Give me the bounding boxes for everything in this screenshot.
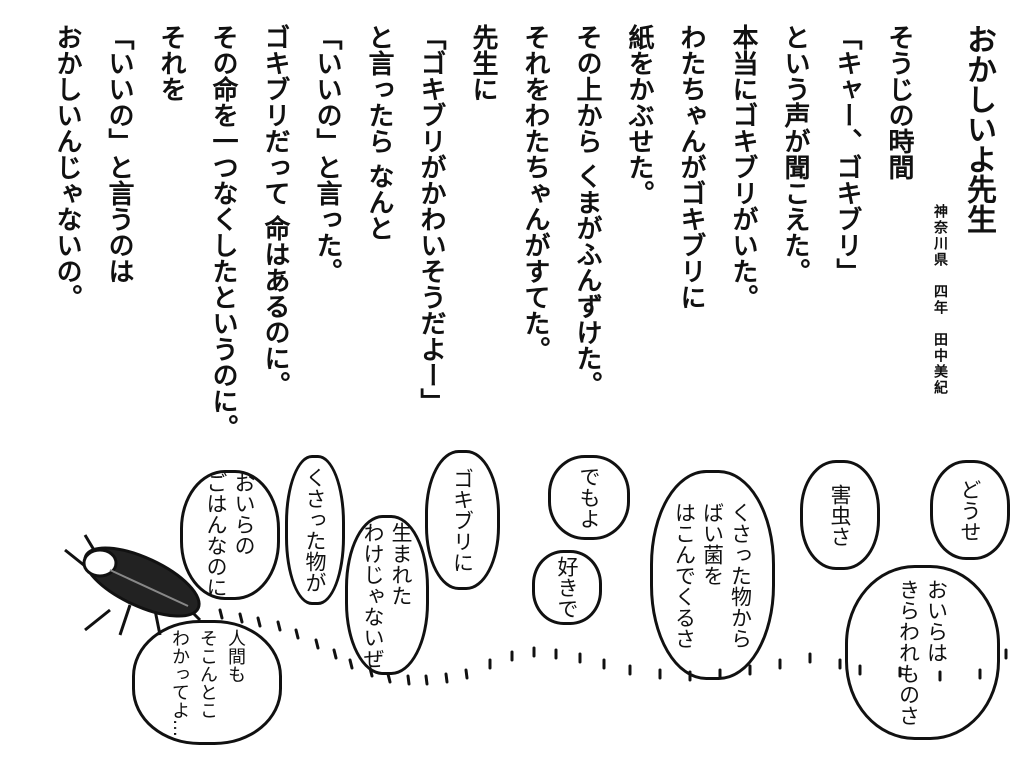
speech-bubble: どうせ [930,460,1010,560]
speech-bubble: 害虫さ [800,460,880,570]
poem-line: わたちゃんがゴキブリに [676,24,706,310]
poem-line: 「ゴキブリがかわいそうだよー」 [416,24,446,414]
poem-line: 「いいの」と言うのは [104,24,134,284]
poem-line: そうじの時間 [884,24,914,180]
poem-author: 神奈川県 四年 田中美紀 [932,204,948,396]
poem-line: という声が聞こえた。 [780,24,810,284]
bubble-text: おいらの ごはんなのに [204,472,256,598]
poem-line: ゴキブリだって 命はあるのに。 [260,24,290,398]
poem-line: 先生に [468,24,498,102]
bubble-text: おいらは きらわれものさ [896,579,949,726]
speech-bubble: おいらの ごはんなのに [180,470,280,600]
poem: おかしいよ先生 神奈川県 四年 田中美紀 そうじの時間 「キャー、ゴキブリ」 と… [41,24,1002,454]
bubble-text: どうせ [958,478,982,542]
bubble-text: 好きで [555,556,579,619]
poem-line: その上から くまがふんずけた。 [572,24,602,398]
speech-bubble: くさった物から ばい菌を はこんでくるさ [650,470,775,680]
trail-marks [218,608,1008,686]
speech-bubble: くさった物が [285,455,345,605]
cockroach-illustration [64,534,202,636]
poem-line: 紙をかぶせた。 [624,24,654,206]
bubble-text: くさった物から ばい菌を はこんでくるさ [672,501,753,649]
bubble-text: くさった物が [303,467,327,593]
poem-line: 「キャー、ゴキブリ」 [832,24,862,284]
speech-bubble: 人間も そこんとこ わかってよ… [132,620,282,745]
bubble-text: 害虫さ [828,483,852,547]
poem-title: おかしいよ先生 [961,24,996,234]
bubble-text: 人間も そこんとこ わかってよ… [169,628,246,737]
poem-line: と言ったら なんと [364,24,394,242]
speech-bubble: 生まれた わけじゃないぜ [345,515,429,675]
bubble-text: でもよ [577,466,601,529]
speech-bubble: ゴキブリに [425,450,500,590]
poem-line: それを [156,24,186,102]
poem-line: 本当にゴキブリがいた。 [728,24,758,310]
poem-line: その命を一つなくしたというのに。 [208,24,238,440]
poem-line: それをわたちゃんがすてた。 [520,24,550,362]
bubble-text: 生まれた わけじゃないぜ [361,521,413,669]
speech-bubble: でもよ [548,455,630,540]
bubble-text: ゴキブリに [450,467,475,573]
speech-bubble: おいらは きらわれものさ [845,565,1000,740]
poem-line: おかしいんじゃないの。 [52,24,82,310]
poem-line: 「いいの」と言った。 [312,24,342,284]
speech-bubble: 好きで [532,550,602,625]
